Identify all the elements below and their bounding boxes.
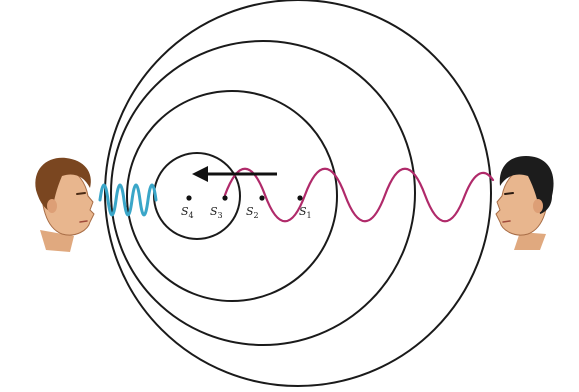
- stretched-wave: [225, 169, 493, 222]
- wavefront-1: [105, 0, 491, 386]
- arrow-left-icon: [192, 166, 277, 182]
- source-label-s4: S4: [181, 205, 194, 220]
- source-points: S4 S3 S2 S1: [181, 195, 312, 220]
- source-label-s3: S3: [210, 205, 223, 220]
- wavefront-4: [154, 153, 240, 239]
- wavefronts: [105, 0, 491, 386]
- observer-face-left: [35, 158, 94, 252]
- observer-face-right: [496, 156, 554, 250]
- source-dot-s2: [259, 195, 264, 200]
- source-dot-s1: [297, 195, 302, 200]
- source-dot-s3: [222, 195, 227, 200]
- source-label-s2: S2: [246, 205, 259, 220]
- source-dot-s4: [186, 195, 191, 200]
- wavefront-2: [111, 41, 415, 345]
- source-label-s1: S1: [299, 205, 312, 220]
